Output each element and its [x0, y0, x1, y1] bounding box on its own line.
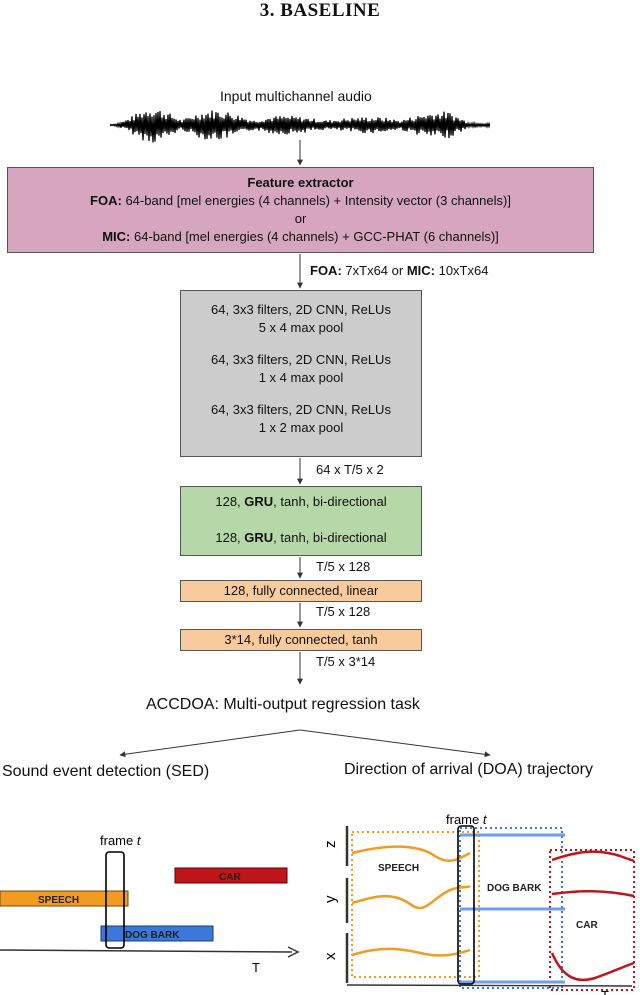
- doa-axis-y-label: y: [322, 895, 339, 903]
- sed-event-dog-bark-label: DOG BARK: [125, 930, 180, 941]
- feature-shape-label: FOA: 7xTx64 or MIC: 10xTx64: [310, 263, 488, 278]
- audio-waveform: [110, 110, 490, 143]
- doa-frame-marker: [457, 825, 475, 985]
- feature-extractor-title: Feature extractor: [247, 175, 354, 190]
- doa-car-x-trajectory: [550, 952, 635, 982]
- doa-time-axis: [346, 984, 633, 987]
- gru-block: 128, GRU, tanh, bi-directional 128, GRU,…: [180, 486, 422, 556]
- sed-plot: frame t SPEECH CAR DOG BARK T: [0, 833, 300, 975]
- task-label: ACCDOA: Multi-output regression task: [146, 696, 420, 713]
- doa-car-y-trajectory: [551, 889, 635, 898]
- doa-speech-x-trajectory: [351, 947, 471, 957]
- doa-dog-bark-label: DOG BARK: [487, 883, 542, 894]
- cnn-layer-1: 64, 3x3 filters, 2D CNN, ReLUs: [211, 302, 391, 317]
- cnn-layer-2: 64, 3x3 filters, 2D CNN, ReLUs: [211, 352, 391, 367]
- doa-speech-label: SPEECH: [378, 863, 419, 874]
- mic-feature-text: 64-band [mel energies (4 channels) + GCC…: [130, 229, 499, 244]
- foa-feature-text: 64-band [mel energies (4 channels) + Int…: [121, 193, 511, 208]
- doa-car-region: [549, 849, 635, 991]
- fc2-block: 3*14, fully connected, tanh: [180, 629, 422, 651]
- doa-axis-x-label: x: [322, 952, 339, 960]
- doa-plot: frame t z y x SPEECH DOG BARK CAR T: [322, 812, 635, 995]
- gru-layer-2: 128, GRU, tanh, bi-directional: [215, 530, 387, 545]
- mic-prefix: MIC:: [102, 229, 131, 244]
- doa-axis-z-label: z: [322, 841, 339, 849]
- shape-mic-value: 10xTx64: [434, 263, 489, 278]
- sed-event-car: [174, 867, 288, 884]
- shape-foa-prefix: FOA:: [310, 263, 342, 278]
- sed-frame-label: frame t: [100, 833, 142, 848]
- split-line-to-sed: [119, 729, 301, 758]
- doa-frame-label: frame t: [446, 812, 488, 827]
- sed-frame-marker: [105, 851, 125, 949]
- cnn-layer-3: 64, 3x3 filters, 2D CNN, ReLUs: [211, 402, 391, 417]
- sed-axis-label: T: [252, 960, 260, 975]
- doa-car-label: CAR: [576, 920, 598, 931]
- doa-label: Direction of arrival (DOA) trajectory: [344, 761, 593, 778]
- section-heading: 3. BASELINE: [259, 0, 381, 21]
- sed-time-axis: [0, 949, 293, 953]
- cnn-pool-3: 1 x 2 max pool: [258, 420, 344, 435]
- shape-mic-prefix: MIC:: [406, 263, 435, 278]
- fc1-output-shape: T/5 x 128: [316, 604, 371, 619]
- sed-event-dog-bark: [100, 925, 214, 942]
- sed-axis-arrowhead: [287, 946, 300, 958]
- foa-prefix: FOA:: [90, 193, 122, 208]
- shape-foa-value: 7xTx64 or: [341, 263, 407, 278]
- gru-layer-1: 128, GRU, tanh, bi-directional: [215, 494, 387, 509]
- sed-event-speech: [0, 890, 129, 907]
- input-audio-label: Input multichannel audio: [220, 88, 372, 104]
- doa-speech-z-trajectory: [351, 845, 471, 863]
- feature-extractor-box: Feature extractor FOA: 64-band [mel ener…: [7, 167, 594, 253]
- fc2-output-shape: T/5 x 3*14: [316, 654, 376, 669]
- split-line-to-doa: [299, 729, 491, 758]
- cnn-pool-2: 1 x 4 max pool: [258, 370, 344, 385]
- fc1-block: 128, fully connected, linear: [180, 580, 422, 602]
- doa-speech-y-trajectory: [351, 884, 471, 910]
- sed-event-car-label: CAR: [219, 872, 241, 883]
- or-text: or: [294, 211, 307, 226]
- cnn-block: 64, 3x3 filters, 2D CNN, ReLUs 5 x 4 max…: [180, 290, 422, 457]
- sed-event-speech-label: SPEECH: [38, 895, 79, 906]
- sed-label: Sound event detection (SED): [2, 763, 210, 780]
- cnn-output-shape: 64 x T/5 x 2: [316, 462, 384, 477]
- doa-car-z-trajectory: [551, 850, 635, 863]
- doa-axis-label: T: [601, 988, 609, 995]
- cnn-pool-1: 5 x 4 max pool: [258, 320, 344, 335]
- doa-speech-region: [351, 831, 480, 978]
- gru-output-shape: T/5 x 128: [316, 559, 371, 574]
